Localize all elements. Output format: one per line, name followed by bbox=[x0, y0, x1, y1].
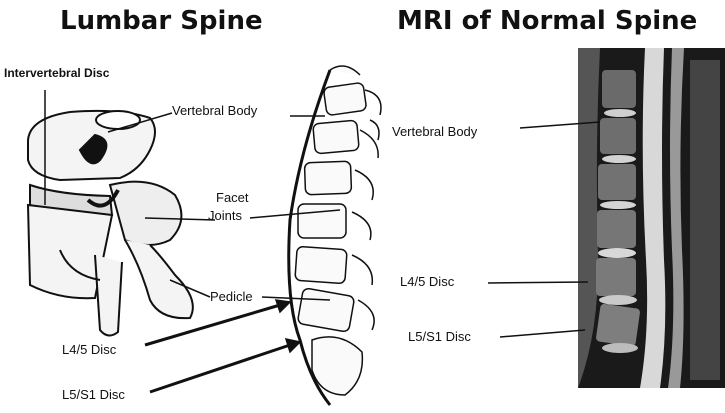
label-l45-disc-right: L4/5 Disc bbox=[400, 275, 454, 290]
label-facet-line2: Joints bbox=[208, 209, 242, 224]
label-intervertebral-disc: Intervertebral Disc bbox=[4, 67, 109, 81]
vertebra-drawing bbox=[28, 90, 193, 336]
label-facet-line1: Facet bbox=[216, 191, 249, 206]
mri-image bbox=[578, 48, 725, 388]
label-l5s1-disc-left: L5/S1 Disc bbox=[62, 388, 125, 403]
label-vertebral-body-left: Vertebral Body bbox=[172, 104, 257, 119]
label-vertebral-body-right: Vertebral Body bbox=[392, 125, 477, 140]
label-l5s1-disc-right: L5/S1 Disc bbox=[408, 330, 471, 345]
lumbar-spine-sketch bbox=[289, 66, 381, 405]
label-pedicle: Pedicle bbox=[210, 290, 253, 305]
title-lumbar-spine: Lumbar Spine bbox=[60, 6, 263, 36]
label-l45-disc-left: L4/5 Disc bbox=[62, 343, 116, 358]
title-mri-normal-spine: MRI of Normal Spine bbox=[397, 6, 697, 36]
